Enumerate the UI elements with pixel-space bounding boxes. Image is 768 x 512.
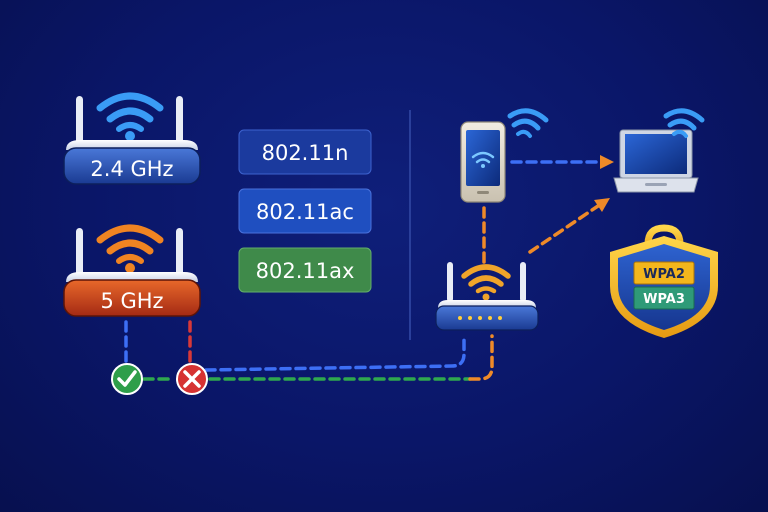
- wifi-icon: [663, 108, 705, 138]
- router-24ghz-label: 2.4 GHz: [90, 157, 173, 181]
- connection-lines: [124, 160, 602, 381]
- shield-badge-wpa3: [633, 286, 695, 310]
- standard-pill-bg: [238, 188, 372, 234]
- router-body: [435, 305, 539, 331]
- router-5ghz[interactable]: 5 GHz: [63, 224, 201, 317]
- antenna-left: [76, 96, 83, 148]
- cross-icon: [176, 363, 208, 395]
- standard-pill-bg: [238, 129, 372, 175]
- standard-pill-2[interactable]: 802.11ax: [238, 247, 372, 293]
- smartphone-icon[interactable]: [460, 121, 506, 203]
- router-5ghz-label: 5 GHz: [100, 289, 163, 313]
- antenna-left: [76, 228, 83, 280]
- standard-pill-label: 802.11ac: [256, 200, 354, 224]
- wifi-icon: [96, 92, 164, 132]
- lock-shackle: [644, 224, 684, 252]
- shield-badge-wpa2-label: WPA2: [643, 267, 685, 282]
- router-24ghz[interactable]: 2.4 GHz: [63, 92, 201, 185]
- shield-badge-wpa3-label: WPA3: [643, 292, 685, 307]
- phone-home-button: [477, 191, 489, 194]
- check-icon: [111, 363, 143, 395]
- link-router-to-laptop: [528, 204, 600, 254]
- antenna-right: [520, 262, 526, 302]
- phone-screen: [466, 130, 500, 186]
- laptop-screen: [625, 134, 687, 174]
- antenna-right: [176, 96, 183, 148]
- arrowhead-laptop-orange: [594, 198, 610, 212]
- router-leds: [458, 316, 502, 320]
- wifi-icon: [507, 108, 549, 138]
- antenna-right: [176, 228, 183, 280]
- standard-pill-label: 802.11ax: [256, 259, 355, 283]
- router-body: [63, 279, 201, 317]
- standard-pill-label: 802.11n: [262, 141, 349, 165]
- wifi-icon: [471, 151, 495, 164]
- router-center[interactable]: [435, 262, 539, 331]
- wifi-icon: [461, 264, 511, 294]
- shield-lock-icon[interactable]: WPA2 WPA3: [610, 224, 718, 338]
- router-body: [63, 147, 201, 185]
- link-cross-to-router-blue: [204, 338, 466, 372]
- laptop-icon[interactable]: [613, 129, 699, 193]
- wifi-icon: [96, 224, 164, 264]
- antenna-left: [447, 262, 453, 302]
- wifi-dot: [125, 263, 135, 273]
- standard-pill-bg: [238, 247, 372, 293]
- arrowhead-laptop-blue: [600, 155, 614, 169]
- wifi-dot: [125, 131, 135, 141]
- shield-badge-wpa2: [633, 261, 695, 285]
- standard-pill-1[interactable]: 802.11ac: [238, 188, 372, 234]
- link-router-orange: [468, 334, 494, 381]
- standard-pill-0[interactable]: 802.11n: [238, 129, 372, 175]
